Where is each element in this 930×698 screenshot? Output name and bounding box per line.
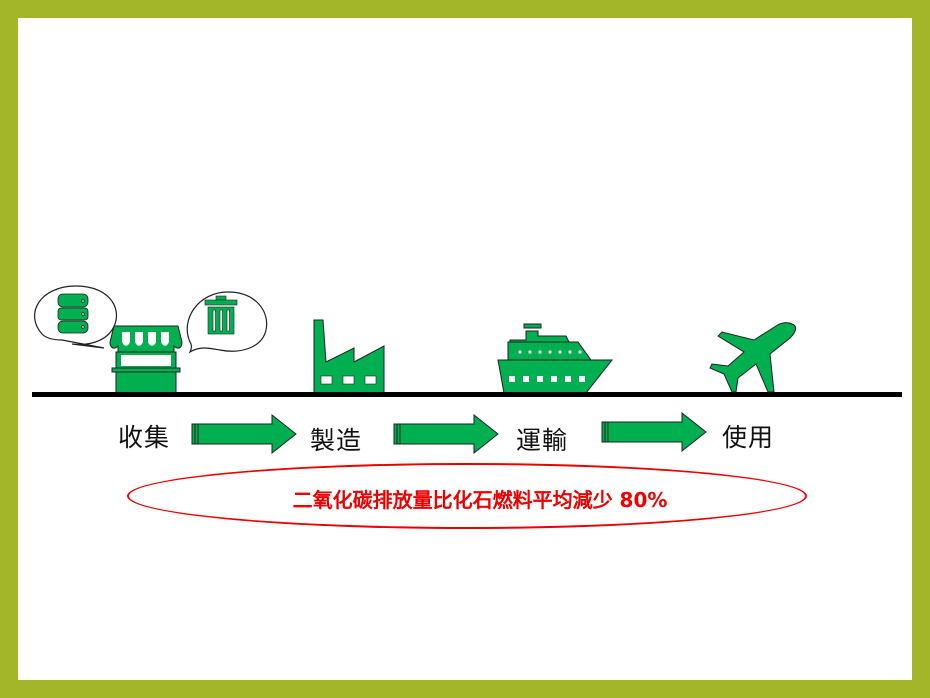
arrow-icon [601, 412, 707, 452]
step-label-use: 使用 [722, 423, 775, 452]
step-label-collect: 收集 [118, 423, 171, 452]
arrow-icon [393, 414, 499, 454]
ground-line [32, 392, 902, 397]
trash-can-icon [204, 295, 238, 335]
database-icon [57, 293, 89, 334]
market-stall-icon [109, 325, 183, 394]
step-label-transport: 運輸 [516, 426, 569, 455]
arrow-icon [191, 414, 297, 454]
speech-bubble-database [34, 285, 117, 349]
callout-text: 二氧化碳排放量比化石燃料平均減少 80% [292, 488, 668, 512]
ship-icon [497, 323, 614, 394]
callout-ellipse [127, 463, 807, 529]
step-label-manufacture: 製造 [310, 426, 363, 455]
factory-icon [313, 319, 385, 394]
speech-bubble-trash [186, 291, 268, 354]
airplane-icon [709, 322, 797, 393]
